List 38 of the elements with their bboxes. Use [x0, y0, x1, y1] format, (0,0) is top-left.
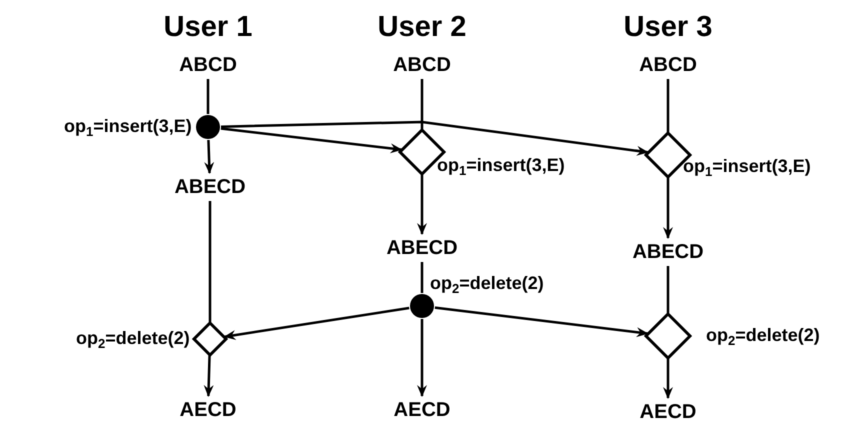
arrow: [220, 120, 649, 156]
arrow: [220, 127, 402, 154]
arrow: [204, 140, 214, 174]
user-heading: User 3: [624, 12, 712, 44]
user-heading: User 2: [378, 12, 466, 44]
arrow: [663, 359, 673, 399]
operation-label: op$_{2}$=delete(2): [706, 326, 820, 346]
timeline-line: [666, 79, 670, 132]
operation-label: op$_{2}$=delete(2): [76, 329, 190, 349]
timeline-line: [420, 79, 424, 129]
document-state: ABCD: [639, 54, 697, 76]
document-state: AECD: [394, 399, 450, 421]
arrow: [663, 178, 673, 239]
timeline-line: [206, 79, 210, 114]
arrow: [224, 306, 410, 340]
arrow: [204, 356, 214, 397]
timeline-line: [420, 262, 424, 293]
document-state: ABECD: [386, 237, 458, 259]
operation-label: op$_{1}$=insert(3,E): [683, 157, 811, 177]
operation-label: op$_{1}$=insert(3,E): [64, 117, 192, 137]
document-state: ABECD: [174, 176, 246, 198]
operation-dot: [194, 113, 222, 141]
arrow: [417, 175, 427, 235]
document-state: ABECD: [632, 241, 704, 263]
arrow: [434, 306, 648, 338]
document-state: AECD: [180, 399, 236, 421]
user-heading: User 1: [164, 12, 252, 44]
arrow: [417, 319, 427, 397]
operation-label: op$_{1}$=insert(3,E): [437, 156, 565, 176]
timeline-line: [208, 201, 212, 322]
transform-diamond: [644, 312, 692, 360]
transform-diamond: [192, 321, 228, 357]
document-state: ABCD: [393, 54, 451, 76]
document-state: ABCD: [179, 54, 237, 76]
document-state: AECD: [640, 401, 696, 423]
timeline-line: [666, 266, 670, 313]
operation-dot: [408, 292, 436, 320]
operation-label: op$_{2}$=delete(2): [430, 274, 544, 294]
